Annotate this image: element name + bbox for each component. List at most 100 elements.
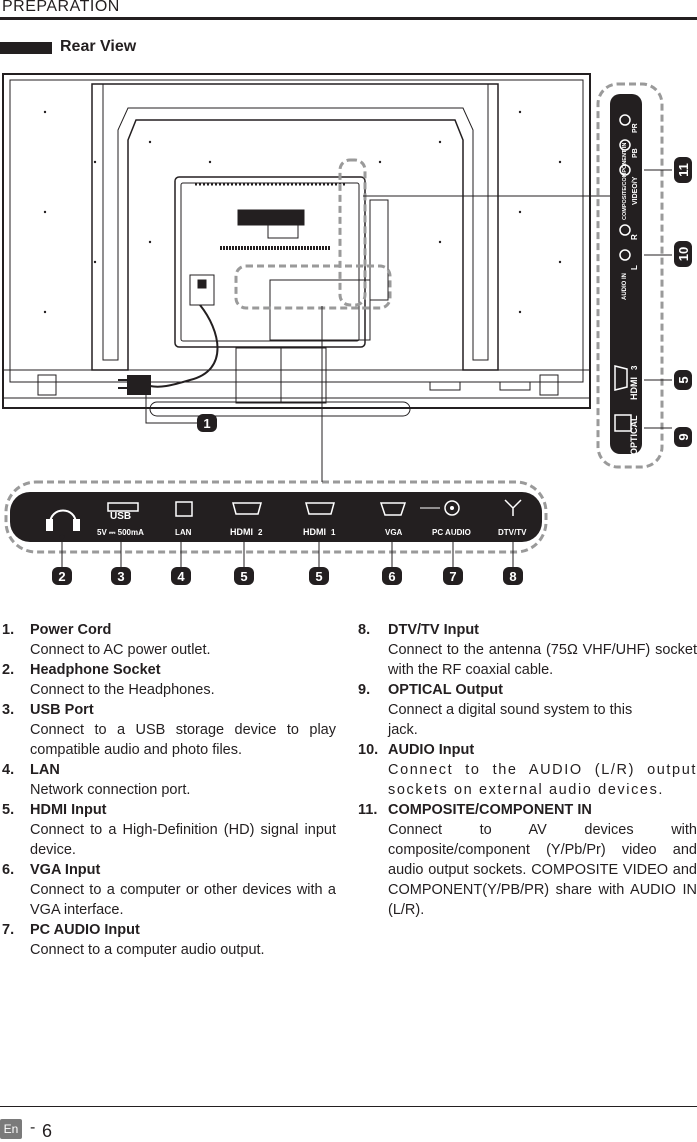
list-item-lan: 4. LAN Network connection port. xyxy=(0,760,336,800)
callout-9: 9 xyxy=(674,427,692,447)
item-title: Headphone Socket xyxy=(30,662,161,678)
item-number: 8. xyxy=(358,622,371,638)
callout-6: 6 xyxy=(382,567,402,585)
item-title: PC AUDIO Input xyxy=(30,922,140,938)
dtv-label: DTV/TV xyxy=(498,528,527,537)
callout-11: 11 xyxy=(674,157,692,183)
svg-text:3: 3 xyxy=(117,569,124,584)
list-item-pc-audio: 7. PC AUDIO Input Connect to a computer … xyxy=(0,920,336,960)
video-y-label: VIDEO/Y xyxy=(632,176,639,205)
item-number: 11. xyxy=(358,802,378,818)
callout-3: 3 xyxy=(111,567,131,585)
item-description: Network connection port. xyxy=(30,782,191,798)
page-header: PREPARATION xyxy=(0,0,697,24)
callout-4: 4 xyxy=(171,567,191,585)
antenna-icon xyxy=(504,499,522,516)
lan-port-icon xyxy=(175,501,193,517)
hdmi2-label: HDMI xyxy=(230,527,253,537)
hdmi1-label: HDMI xyxy=(303,527,326,537)
audio-l-label: L xyxy=(630,265,639,270)
item-title: DTV/TV Input xyxy=(388,622,480,638)
callout-7: 7 xyxy=(443,567,463,585)
item-description: Connect to AC power outlet. xyxy=(30,642,211,658)
svg-text:4: 4 xyxy=(177,569,185,584)
item-description: Connect to a USB storage device to play … xyxy=(30,722,336,758)
item-description: Connect a digital sound system to this j… xyxy=(388,702,633,738)
audio-in-label: AUDIO IN xyxy=(622,273,628,300)
item-number: 7. xyxy=(2,922,15,938)
language-badge: En xyxy=(0,1119,22,1139)
hdmi3-port-icon xyxy=(614,365,628,391)
svg-text:6: 6 xyxy=(388,569,395,584)
composite-label: COMPOSITE/COMPONENT IN xyxy=(622,143,628,220)
bottom-port-strip: USB 5V ⎓ 500mA LAN HDMI 2 HDMI 1 VGA PC … xyxy=(10,492,542,542)
callout-8: 8 xyxy=(503,567,523,585)
screw-dots xyxy=(43,110,562,314)
header-title: PREPARATION xyxy=(2,0,120,15)
item-title: OPTICAL Output xyxy=(388,682,503,698)
power-cord xyxy=(118,304,219,424)
item-number: 1. xyxy=(2,622,15,638)
port-leaders xyxy=(61,536,514,570)
svg-text:10: 10 xyxy=(676,247,691,261)
item-title: Power Cord xyxy=(30,622,112,638)
item-description: Connect to the Headphones. xyxy=(30,682,215,698)
item-title: AUDIO Input xyxy=(388,742,475,758)
header-rule xyxy=(0,17,697,20)
item-number: 9. xyxy=(358,682,371,698)
lan-label: LAN xyxy=(175,528,192,537)
hdmi2-port-icon xyxy=(232,502,262,515)
list-item-vga: 6. VGA Input Connect to a computer or ot… xyxy=(0,860,336,920)
item-number: 5. xyxy=(2,802,15,818)
leader-lines xyxy=(321,195,612,482)
item-title: HDMI Input xyxy=(30,802,107,818)
callout-1: 1 xyxy=(197,414,217,432)
svg-text:11: 11 xyxy=(676,163,691,177)
hdmi1-number: 1 xyxy=(331,528,336,537)
pr-label: PR xyxy=(632,123,639,133)
side-leaders xyxy=(644,169,672,429)
vga-label: VGA xyxy=(385,528,403,537)
port-list-right: 8. DTV/TV Input Connect to the antenna (… xyxy=(358,620,697,920)
port-list-left: 1. Power Cord Connect to AC power outlet… xyxy=(0,620,336,960)
callout-5a: 5 xyxy=(234,567,254,585)
vga-port-icon xyxy=(379,502,407,516)
svg-text:5: 5 xyxy=(676,376,691,383)
usb-label: USB xyxy=(110,511,131,522)
highlight-regions xyxy=(4,82,664,554)
item-title: LAN xyxy=(30,762,60,778)
side-port-strip: OPTICAL HDMI 3 AUDIO IN L R COMPOSITE/CO… xyxy=(610,94,642,455)
section-marker xyxy=(0,42,52,54)
list-item-dtv: 8. DTV/TV Input Connect to the antenna (… xyxy=(358,620,697,680)
optical-port-icon xyxy=(614,414,632,432)
svg-text:8: 8 xyxy=(509,569,516,584)
section-title: Rear View xyxy=(60,38,137,55)
item-description: Connect to the antenna (75Ω VHF/UHF) soc… xyxy=(388,642,697,678)
item-description: Connect to a computer or other devices w… xyxy=(30,882,336,918)
item-title: COMPOSITE/COMPONENT IN xyxy=(388,802,592,818)
svg-text:5: 5 xyxy=(315,569,322,584)
pc-audio-label: PC AUDIO xyxy=(432,528,471,537)
item-number: 6. xyxy=(2,862,15,878)
callout-badges: 1 2 3 4 5 5 6 7 8 9 5 10 11 xyxy=(52,157,692,585)
item-number: 3. xyxy=(2,702,15,718)
page-number: 6 xyxy=(42,1121,53,1141)
item-title: USB Port xyxy=(30,702,94,718)
hdmi3-label: HDMI xyxy=(629,377,639,400)
headphone-icon xyxy=(46,509,80,531)
hdmi1-port-icon xyxy=(305,502,335,515)
list-item-headphone: 2. Headphone Socket Connect to the Headp… xyxy=(0,660,336,700)
usb-port-icon xyxy=(107,502,139,512)
item-description: Connect to AV devices with composite/com… xyxy=(388,822,697,918)
list-item-composite: 11. COMPOSITE/COMPONENT IN Connect to AV… xyxy=(358,800,697,920)
item-number: 10. xyxy=(358,742,379,758)
hdmi2-number: 2 xyxy=(258,528,263,537)
page-separator: - xyxy=(30,1119,36,1136)
callout-5b: 5 xyxy=(309,567,329,585)
list-item-usb: 3. USB Port Connect to a USB storage dev… xyxy=(0,700,336,760)
item-number: 4. xyxy=(2,762,15,778)
pc-audio-jack-icon xyxy=(444,500,460,516)
item-description: Connect to a computer audio output. xyxy=(30,942,265,958)
footer-rule xyxy=(0,1106,697,1107)
tv-rear-panel xyxy=(2,73,591,417)
